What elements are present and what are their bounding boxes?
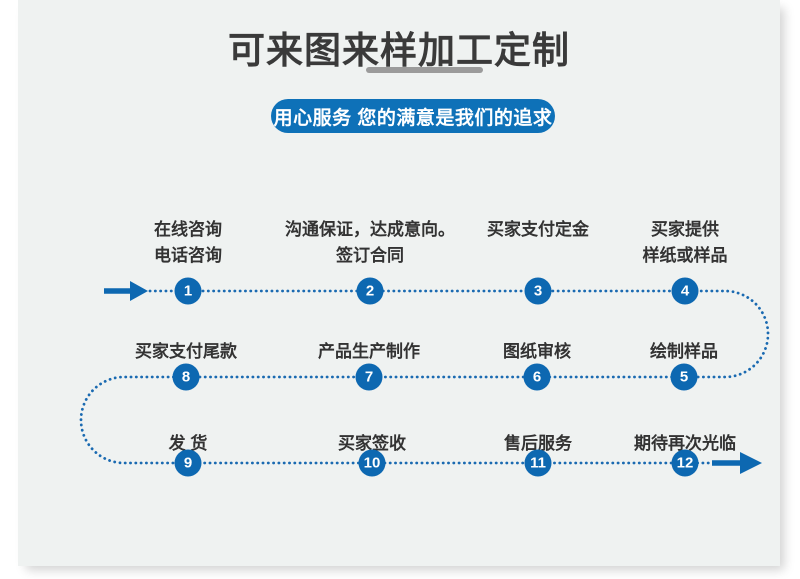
step-label-9: 发 货 (168, 434, 208, 453)
step-label-10: 买家签收 (338, 434, 406, 453)
step-number-6: 6 (523, 363, 551, 391)
step-number-12: 12 (671, 449, 699, 477)
step-number-4: 4 (671, 277, 699, 305)
step-label-4: 买家提供 样纸或样品 (642, 220, 728, 266)
step-label-5: 绘制样品 (650, 342, 718, 361)
step-label-11: 售后服务 (504, 434, 572, 453)
page-title: 可来图来样加工定制 (228, 30, 570, 71)
step-number-10: 10 (358, 449, 386, 477)
step-number-7: 7 (355, 363, 383, 391)
slogan-text: 用心服务 您的满意是我们的追求 (273, 107, 553, 129)
step-label-8: 买家支付尾款 (135, 342, 237, 361)
step-label-7: 产品生产制作 (318, 342, 420, 361)
slogan-banner: 用心服务 您的满意是我们的追求 (271, 99, 555, 133)
step-label-6: 图纸审核 (503, 342, 571, 361)
step-label-1: 在线咨询 电话咨询 (154, 220, 222, 266)
step-number-3: 3 (524, 277, 552, 305)
step-number-5: 5 (670, 363, 698, 391)
step-number-2: 2 (356, 277, 384, 305)
step-label-3: 买家支付定金 (487, 220, 589, 239)
start-arrow-right-icon (104, 281, 148, 301)
step-number-9: 9 (174, 449, 202, 477)
content-card: 可来图来样加工定制 用心服务 您的满意是我们的追求 在线咨询 电话咨询 1 沟通… (18, 0, 780, 566)
title-underline (366, 67, 483, 73)
step-label-2: 沟通保证，达成意向。 签订合同 (285, 220, 455, 266)
step-number-1: 1 (174, 277, 202, 305)
step-number-8: 8 (172, 363, 200, 391)
step-number-11: 11 (524, 449, 552, 477)
step-label-12: 期待再次光临 (634, 434, 736, 453)
